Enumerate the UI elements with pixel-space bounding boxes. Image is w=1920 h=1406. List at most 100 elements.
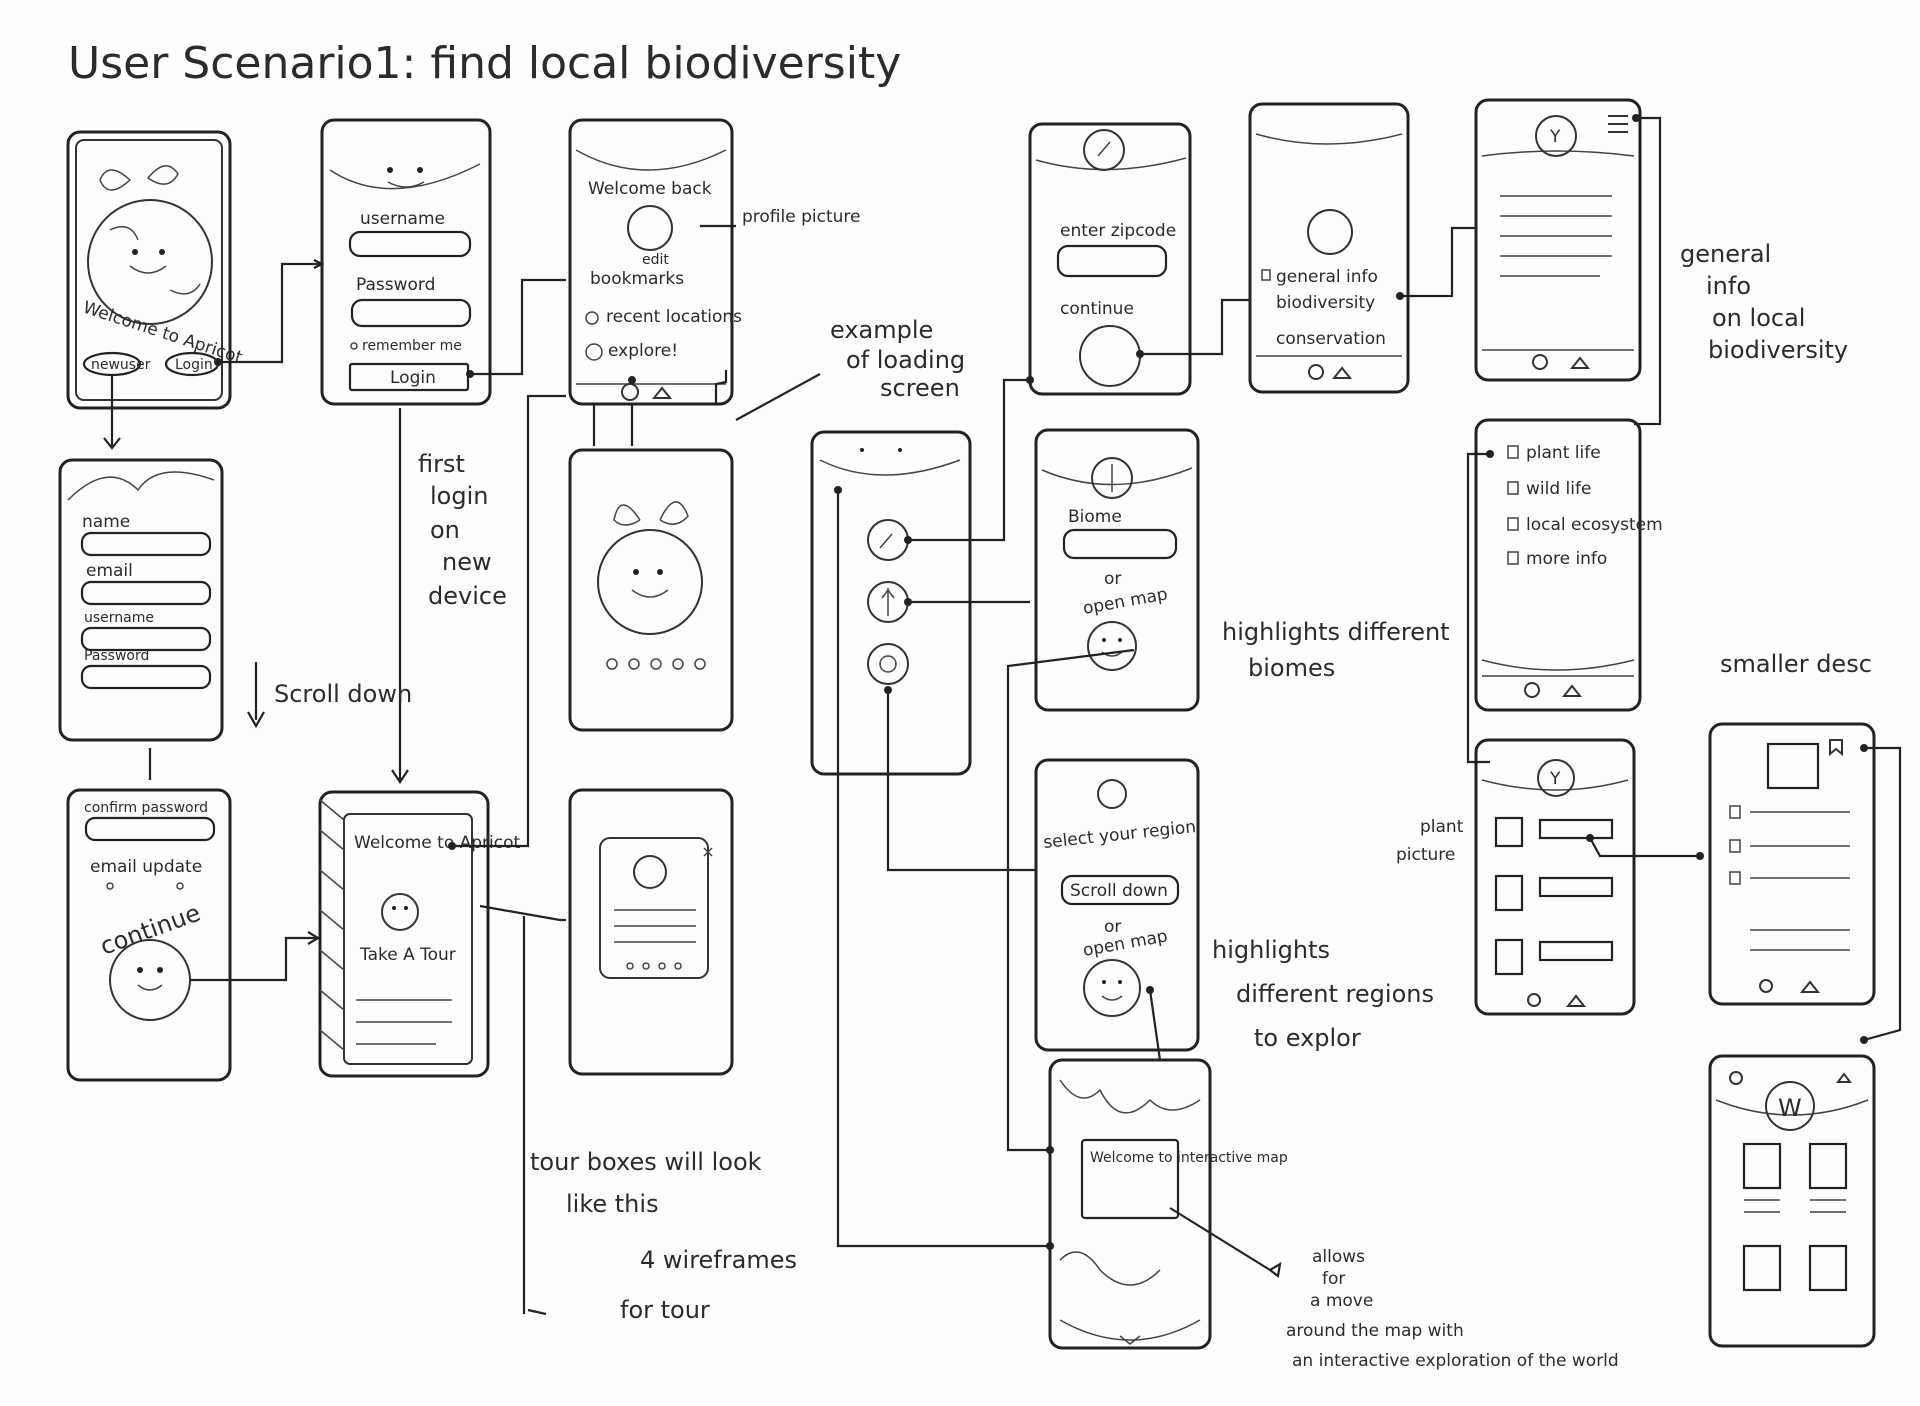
w-badge xyxy=(1765,1081,1815,1131)
signup-email-label: email xyxy=(86,561,133,581)
explore-item[interactable]: explore! xyxy=(608,341,678,361)
screen-welcome: Welcome to Apricot newuser Login xyxy=(66,130,245,410)
region-map-button[interactable] xyxy=(1083,959,1141,1017)
region-scroll-label: Scroll down xyxy=(1070,881,1168,901)
close-icon[interactable] xyxy=(703,847,713,857)
general-home-icon[interactable] xyxy=(1569,356,1591,369)
general-badge xyxy=(1535,115,1577,157)
check-more-info[interactable]: more info xyxy=(1526,549,1607,569)
svg-text:login: login xyxy=(430,482,488,510)
login-password-field[interactable] xyxy=(350,298,472,328)
svg-text:allows: allows xyxy=(1312,1247,1365,1267)
ann-highlight-biomes: highlights different biomes xyxy=(1222,618,1450,682)
region-or: or xyxy=(1104,917,1121,937)
globe-icon[interactable] xyxy=(867,643,909,685)
confirm-password-label: confirm password xyxy=(84,800,208,816)
menu-home-icon[interactable] xyxy=(1331,366,1353,379)
newuser-button[interactable] xyxy=(82,351,142,377)
check-wild-life[interactable]: wild life xyxy=(1526,479,1591,499)
plant-apricot-icon[interactable] xyxy=(1527,993,1541,1007)
detail-home-icon[interactable] xyxy=(1799,980,1821,993)
screen-map: Welcome to interactive map xyxy=(1048,1058,1288,1350)
hamburger-menu-icon[interactable] xyxy=(1608,115,1628,133)
profile-avatar[interactable] xyxy=(627,205,673,251)
svg-text:on: on xyxy=(430,516,460,544)
biome-tree-icon xyxy=(1091,457,1133,499)
recent-locations-item[interactable]: recent locations xyxy=(606,307,742,327)
signup-name-field[interactable] xyxy=(80,531,212,557)
w-home-icon[interactable] xyxy=(1836,1072,1852,1083)
plant-badge xyxy=(1537,759,1575,797)
ann-loading: example of loading screen xyxy=(830,316,965,402)
screen-loading xyxy=(568,448,734,732)
general-apricot-icon[interactable] xyxy=(1532,354,1548,370)
svg-text:example: example xyxy=(830,316,933,344)
screen-biodiversity-menu: general info biodiversity conservation xyxy=(1248,102,1410,394)
flow-connectors xyxy=(103,116,1902,1316)
screen-plant-grid: Y xyxy=(1474,738,1636,1016)
svg-text:info: info xyxy=(1706,272,1751,300)
svg-text:on local: on local xyxy=(1712,304,1805,332)
svg-text:picture: picture xyxy=(1396,845,1455,865)
connector-dots xyxy=(214,114,1868,1250)
map-welcome-box xyxy=(1080,1138,1180,1220)
signup-username-field[interactable] xyxy=(80,626,212,652)
remember-label: remember me xyxy=(362,338,462,354)
confirm-password-field[interactable] xyxy=(84,816,216,842)
signup-password-field[interactable] xyxy=(80,664,212,690)
take-tour-button[interactable]: Take A Tour xyxy=(359,945,456,965)
checklist-apricot-icon[interactable] xyxy=(1524,682,1540,698)
tour-welcome: Welcome to Apricot xyxy=(354,833,521,853)
newuser-label: newuser xyxy=(91,357,151,373)
plant-home-icon[interactable] xyxy=(1565,994,1587,1007)
zip-input[interactable] xyxy=(1056,244,1168,278)
login-username-field[interactable] xyxy=(348,230,472,258)
biome-input[interactable] xyxy=(1062,528,1178,560)
detail-apricot-icon[interactable] xyxy=(1759,979,1773,993)
menu-biodiversity-item[interactable]: biodiversity xyxy=(1276,293,1375,313)
menu-conservation-item[interactable]: conservation xyxy=(1276,329,1386,349)
zip-compass-icon xyxy=(1083,129,1125,171)
continue-label: continue xyxy=(96,899,204,961)
w-apricot-icon[interactable] xyxy=(1729,1071,1743,1085)
signup-email-field[interactable] xyxy=(80,580,212,606)
menu-apricot-icon[interactable] xyxy=(1308,364,1324,380)
edit-link[interactable]: edit xyxy=(642,252,669,268)
svg-text:screen: screen xyxy=(880,374,960,402)
bottom-nav-apricot-icon[interactable] xyxy=(621,383,639,401)
zip-continue-button[interactable] xyxy=(1079,325,1141,387)
ann-highlight-regions: highlights different regions to explor xyxy=(1212,936,1434,1052)
biodiversity-avatar xyxy=(1307,209,1353,255)
login-label: Login xyxy=(175,357,213,373)
biome-or: or xyxy=(1104,569,1121,589)
zip-label: enter zipcode xyxy=(1060,221,1176,241)
bookmarks-item[interactable]: bookmarks xyxy=(590,269,684,289)
screen-profile: Welcome back edit bookmarks recent locat… xyxy=(568,118,742,406)
ann-plant-picture: plant picture xyxy=(1396,817,1464,865)
region-open-map-label: open map xyxy=(1081,926,1169,961)
remember-checkbox[interactable] xyxy=(350,342,358,350)
login-username-label: username xyxy=(360,209,445,229)
region-globe-icon xyxy=(1097,779,1127,809)
svg-text:biodiversity: biodiversity xyxy=(1708,336,1848,364)
welcome-back-label: Welcome back xyxy=(588,179,712,199)
bookmark-icon[interactable] xyxy=(1829,739,1843,757)
biome-open-map-label: open map xyxy=(1081,584,1169,619)
biome-map-button[interactable] xyxy=(1087,621,1137,671)
svg-text:4 wireframes: 4 wireframes xyxy=(640,1246,797,1274)
signup-name-label: name xyxy=(82,512,130,532)
screen-w-detail: W xyxy=(1708,1054,1876,1348)
svg-text:device: device xyxy=(428,582,507,610)
svg-text:first: first xyxy=(418,450,465,478)
check-plant-life[interactable]: plant life xyxy=(1526,443,1601,463)
checklist-home-icon[interactable] xyxy=(1561,684,1583,697)
compass-icon[interactable] xyxy=(867,519,909,561)
svg-text:for tour: for tour xyxy=(620,1296,710,1324)
svg-text:to explor: to explor xyxy=(1254,1024,1361,1052)
screen-checklist: plant life wild life local ecosystem mor… xyxy=(1474,418,1663,712)
screen-biome: Biome or open map xyxy=(1034,428,1200,712)
region-scroll-field[interactable] xyxy=(1060,874,1180,906)
menu-general-item[interactable]: general info xyxy=(1276,267,1378,287)
check-local-ecosystem[interactable]: local ecosystem xyxy=(1526,515,1663,535)
bottom-nav-home-icon[interactable] xyxy=(651,386,673,399)
